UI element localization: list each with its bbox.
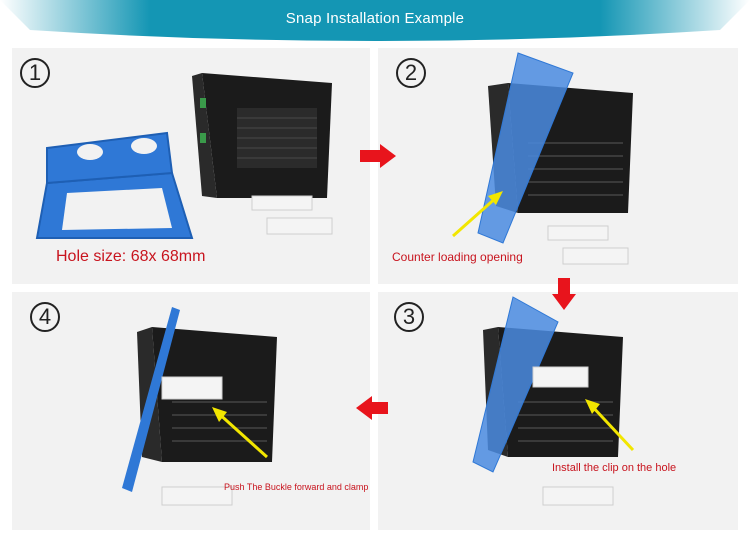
mounting-clip bbox=[266, 217, 333, 235]
red-arrow-icon bbox=[552, 278, 576, 310]
step-number-badge: 3 bbox=[394, 302, 424, 332]
step-2-panel: 2 Counter loading opening bbox=[378, 48, 738, 284]
mounting-clip bbox=[161, 486, 233, 506]
step-number-badge: 2 bbox=[396, 58, 426, 88]
step-4-illustration bbox=[122, 307, 277, 506]
step-3-illustration bbox=[472, 296, 635, 506]
mounting-clip bbox=[161, 376, 223, 400]
mounting-plate bbox=[477, 52, 574, 244]
mounting-clip bbox=[532, 366, 589, 388]
step-2-illustration bbox=[452, 52, 633, 265]
page-title: Snap Installation Example bbox=[285, 10, 465, 27]
plate-hole bbox=[77, 144, 103, 160]
step-4-caption: Push The Buckle forward and clamp bbox=[224, 482, 369, 492]
step-3-caption: Install the clip on the hole bbox=[552, 462, 677, 474]
step-number-badge: 4 bbox=[30, 302, 60, 332]
step-1-panel: 1 Hole size: 68x 68mm bbox=[12, 48, 370, 284]
mounting-plate bbox=[122, 307, 180, 492]
red-arrow-icon bbox=[360, 144, 396, 168]
yellow-pointer-arrow-icon bbox=[588, 402, 635, 452]
red-arrow-icon bbox=[356, 396, 388, 420]
step-1-illustration bbox=[35, 73, 333, 239]
title-banner: Snap Installation Example bbox=[0, 0, 750, 44]
step-4-panel: 4 Push The Buckle forward and clamp bbox=[12, 292, 370, 530]
mounting-clip bbox=[562, 247, 629, 265]
plate-hole bbox=[131, 138, 157, 154]
step-2-caption: Counter loading opening bbox=[392, 250, 523, 264]
banner-shape bbox=[0, 0, 750, 41]
yellow-pointer-arrow-icon bbox=[215, 410, 269, 459]
step-number-badge: 1 bbox=[20, 58, 50, 88]
mounting-clip bbox=[547, 225, 609, 241]
square-cutout bbox=[62, 188, 172, 230]
step-3-panel: 3 Install the clip on the hole bbox=[378, 292, 738, 530]
mounting-clip bbox=[542, 486, 614, 506]
mounting-clip bbox=[251, 195, 313, 211]
yellow-pointer-arrow-icon bbox=[452, 194, 499, 238]
step-1-caption: Hole size: 68x 68mm bbox=[56, 248, 206, 265]
mounting-plate bbox=[472, 296, 559, 473]
